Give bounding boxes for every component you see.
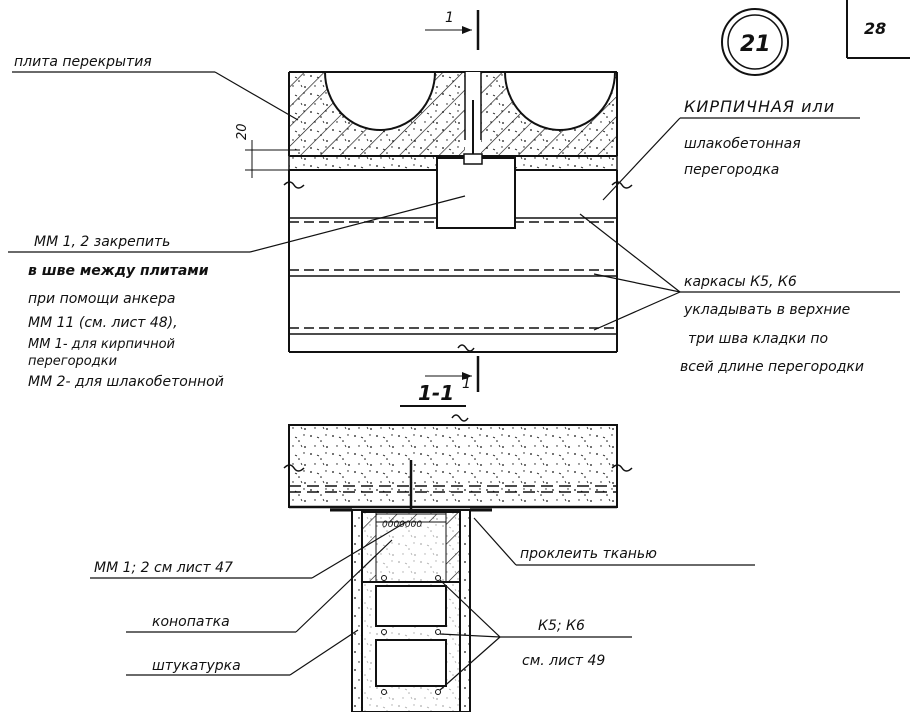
note-mm-line1: ММ 1, 2 закрепить bbox=[34, 234, 170, 250]
plan-view: 20 1 1 bbox=[235, 10, 633, 392]
frames-line3: три шва кладки по bbox=[688, 331, 828, 347]
section-mark-bottom: 1 bbox=[462, 376, 471, 392]
label-fabric: проклеить тканью bbox=[520, 546, 657, 562]
detail-number: 21 bbox=[740, 32, 771, 57]
label-caulk: конопатка bbox=[152, 614, 230, 630]
plan-annotations: плита перекрытия КИРПИЧНАЯ или шлакобето… bbox=[8, 54, 900, 390]
detail-number-badge: 21 bbox=[721, 8, 789, 76]
frames-line2: укладывать в верхние bbox=[683, 302, 850, 318]
label-k5-k6: К5; К6 bbox=[538, 618, 585, 634]
note-mm-line5: ММ 1- для кирпичной bbox=[28, 337, 175, 352]
label-mm-sheet47: ММ 1; 2 см лист 47 bbox=[94, 560, 233, 576]
label-slab: плита перекрытия bbox=[14, 54, 152, 70]
note-mm-line3: при помощи анкера bbox=[28, 291, 175, 307]
note-mm-line2: в шве между плитами bbox=[28, 263, 209, 279]
label-partition-line1: КИРПИЧНАЯ или bbox=[684, 97, 835, 116]
frames-line4: всей длине перегородки bbox=[680, 359, 864, 375]
note-mm-line4: ММ 11 (см. лист 48), bbox=[28, 315, 178, 331]
note-mm-line6: перегородки bbox=[28, 354, 117, 369]
dimension-20: 20 bbox=[235, 123, 250, 140]
section-annotations: ММ 1; 2 см лист 47 проклеить тканью коно… bbox=[90, 517, 755, 691]
frames-line1: каркасы К5, К6 bbox=[684, 274, 797, 290]
label-k5-k6-sheet49: см. лист 49 bbox=[522, 653, 605, 669]
section-mark-top: 1 bbox=[445, 10, 454, 26]
page-number: 28 bbox=[864, 19, 886, 38]
section-title: 1-1 bbox=[418, 381, 454, 405]
label-partition-line2: шлакобетонная bbox=[684, 136, 801, 152]
sheet-frame: 28 bbox=[846, 0, 910, 59]
section-view: 1-1 0000000 bbox=[283, 381, 633, 713]
svg-text:0000000: 0000000 bbox=[382, 520, 422, 530]
note-mm-line7: ММ 2- для шлакобетонной bbox=[28, 374, 224, 390]
label-partition-line3: перегородка bbox=[684, 162, 779, 178]
label-plaster: штукатурка bbox=[152, 658, 241, 674]
